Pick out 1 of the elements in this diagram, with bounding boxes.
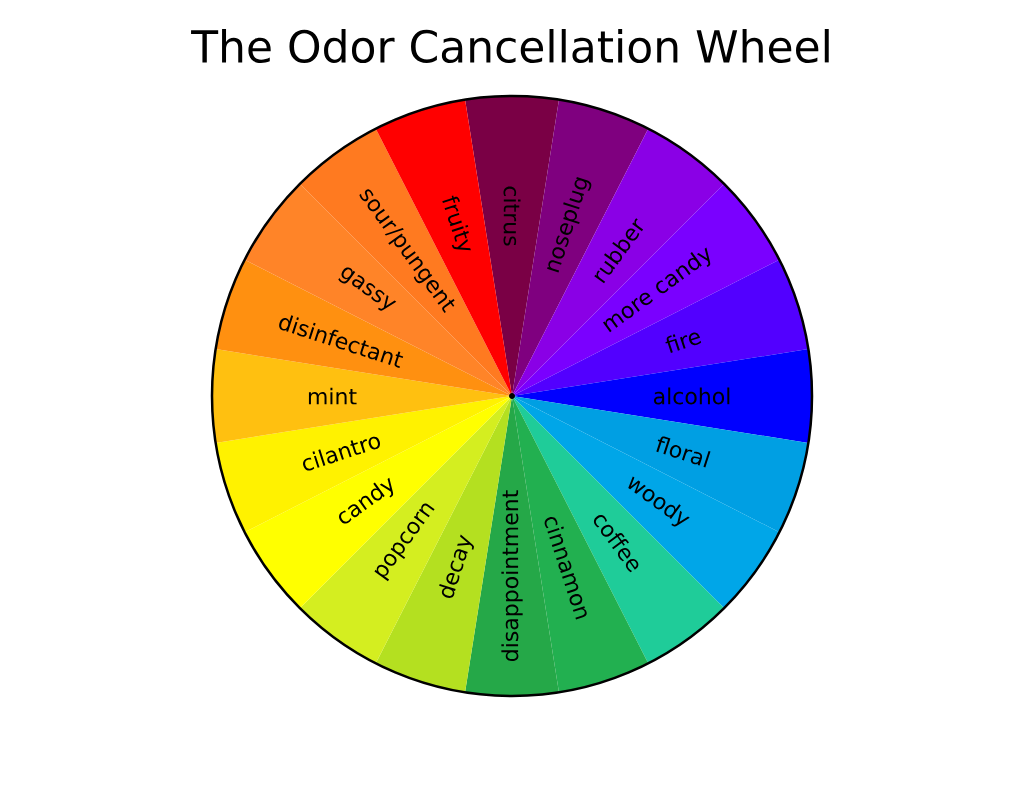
title: The Odor Cancellation Wheel [191,29,829,64]
